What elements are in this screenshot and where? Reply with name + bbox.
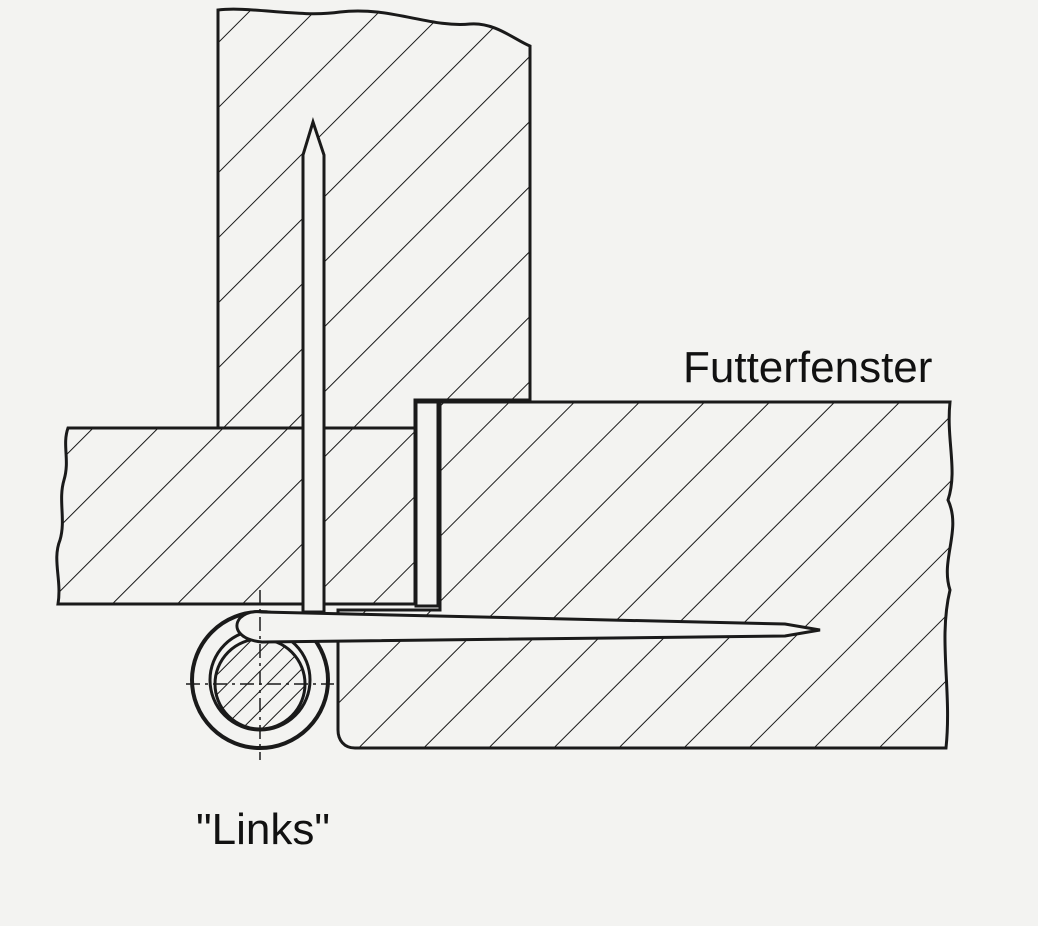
left-board <box>55 426 417 606</box>
window-frame <box>336 400 955 750</box>
label-futterfenster: Futterfenster <box>683 343 933 392</box>
gap-strip <box>414 400 440 608</box>
label-links: "Links" <box>196 805 330 854</box>
vertical-post <box>216 7 532 430</box>
horizontal-nail <box>235 610 821 644</box>
vertical-nail <box>301 117 326 614</box>
